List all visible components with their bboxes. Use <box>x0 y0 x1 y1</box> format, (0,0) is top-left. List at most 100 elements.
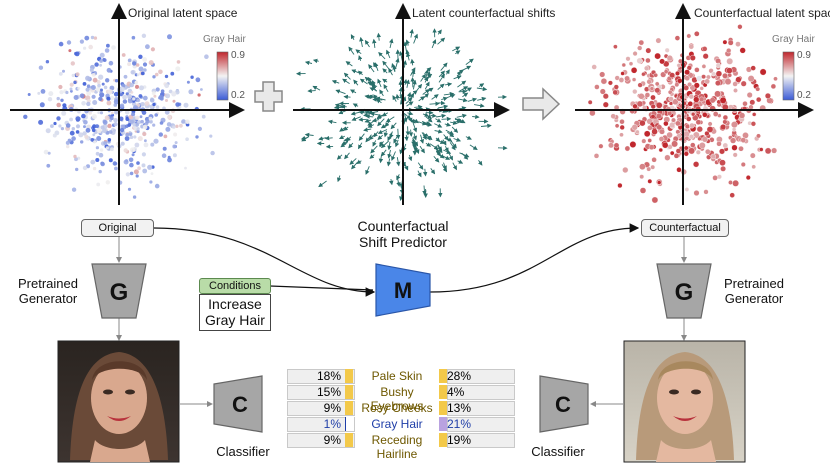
latent-point <box>105 180 111 185</box>
counterfactual-point <box>651 196 659 204</box>
colorbar-left <box>216 51 229 101</box>
counterfactual-point <box>599 88 606 95</box>
counterfactual-point <box>628 61 634 66</box>
shift-arrow <box>381 112 389 117</box>
shift-arrow <box>436 113 447 119</box>
shift-arrow <box>318 136 327 141</box>
latent-point <box>83 46 87 50</box>
counterfactual-point <box>687 101 694 107</box>
counterfactual-point <box>672 98 679 106</box>
counterfactual-point <box>658 147 663 153</box>
counterfactual-point <box>607 80 613 86</box>
shift-arrow <box>407 154 413 162</box>
shift-arrow <box>462 92 469 98</box>
counterfactual-point <box>619 132 624 138</box>
latent-point <box>127 98 133 104</box>
counterfactual-point <box>719 148 726 155</box>
latent-point <box>125 92 129 96</box>
latent-point <box>130 70 135 75</box>
shift-arrow <box>375 96 386 101</box>
shift-arrow <box>446 93 456 99</box>
counterfactual-point <box>647 178 653 184</box>
counterfactual-point <box>610 113 616 119</box>
counterfactual-point <box>675 148 682 154</box>
counterfactual-point <box>715 62 721 69</box>
shift-arrow <box>331 79 340 85</box>
counterfactual-box: Counterfactual <box>641 219 729 237</box>
counterfactual-point <box>747 75 755 83</box>
latent-point <box>132 195 137 199</box>
axes-right <box>575 3 814 205</box>
counterfactual-point <box>650 114 656 120</box>
latent-point <box>130 147 135 153</box>
counterfactual-point <box>619 118 625 125</box>
shift-arrow <box>452 46 461 52</box>
colorbar-right-min: 0.2 <box>797 90 811 101</box>
latent-point <box>139 115 143 119</box>
shift-arrow <box>407 111 414 116</box>
shift-arrow <box>442 139 447 146</box>
counterfactual-point <box>650 164 656 170</box>
latent-point <box>95 86 101 92</box>
counterfactual-point <box>688 134 695 140</box>
shift-arrow <box>412 79 417 90</box>
attribute-label: Pale Skin <box>371 369 423 383</box>
latent-point <box>135 115 140 121</box>
latent-point <box>164 74 169 79</box>
shift-arrow <box>369 87 378 92</box>
latent-point <box>129 82 134 88</box>
shift-arrow <box>465 58 474 65</box>
counterfactual-point <box>668 96 674 102</box>
counterfactual-point <box>756 96 762 103</box>
shift-arrow <box>443 91 455 97</box>
latent-point <box>140 71 145 76</box>
latent-point <box>93 36 98 40</box>
shift-arrow <box>391 151 396 161</box>
counterfactual-point <box>759 68 767 76</box>
shift-arrow <box>367 123 375 128</box>
counterfactual-point <box>699 86 704 91</box>
counterfactual-point <box>630 67 638 74</box>
counterfactual-point <box>659 128 665 135</box>
shift-arrow <box>386 49 391 59</box>
latent-point <box>92 100 98 105</box>
shift-arrow <box>406 52 411 61</box>
counterfactual-point <box>599 71 606 78</box>
counterfactual-point <box>635 129 640 135</box>
counterfactual-point <box>704 130 710 137</box>
latent-point <box>107 138 112 142</box>
counterfactual-point <box>702 53 709 60</box>
latent-point <box>127 187 132 191</box>
counterfactual-point <box>764 147 772 155</box>
latent-point <box>74 157 78 162</box>
generator-left: G <box>91 263 147 319</box>
latent-point <box>185 119 190 124</box>
latent-point <box>98 96 103 101</box>
counterfactual-point <box>684 135 690 141</box>
counterfactual-point <box>674 35 681 41</box>
latent-point <box>138 94 143 98</box>
shift-arrow <box>414 104 423 110</box>
latent-point <box>168 89 173 94</box>
shift-arrow <box>408 129 414 137</box>
shift-arrow <box>349 158 357 165</box>
shift-arrow <box>438 104 449 110</box>
latent-point <box>100 88 103 92</box>
latent-point <box>125 117 130 121</box>
latent-point <box>73 154 77 159</box>
latent-point <box>163 134 168 139</box>
latent-point <box>121 83 126 88</box>
latent-point <box>97 83 101 88</box>
shift-arrow <box>416 83 423 91</box>
latent-point <box>135 122 139 127</box>
latent-point <box>112 161 118 166</box>
shift-arrow <box>371 79 377 89</box>
counterfactual-point <box>594 84 600 90</box>
shift-arrow <box>372 38 377 48</box>
latent-point <box>155 87 160 92</box>
shift-arrow <box>459 152 470 158</box>
latent-point <box>99 52 105 58</box>
shift-arrow <box>431 39 437 49</box>
shift-arrow <box>388 67 393 76</box>
